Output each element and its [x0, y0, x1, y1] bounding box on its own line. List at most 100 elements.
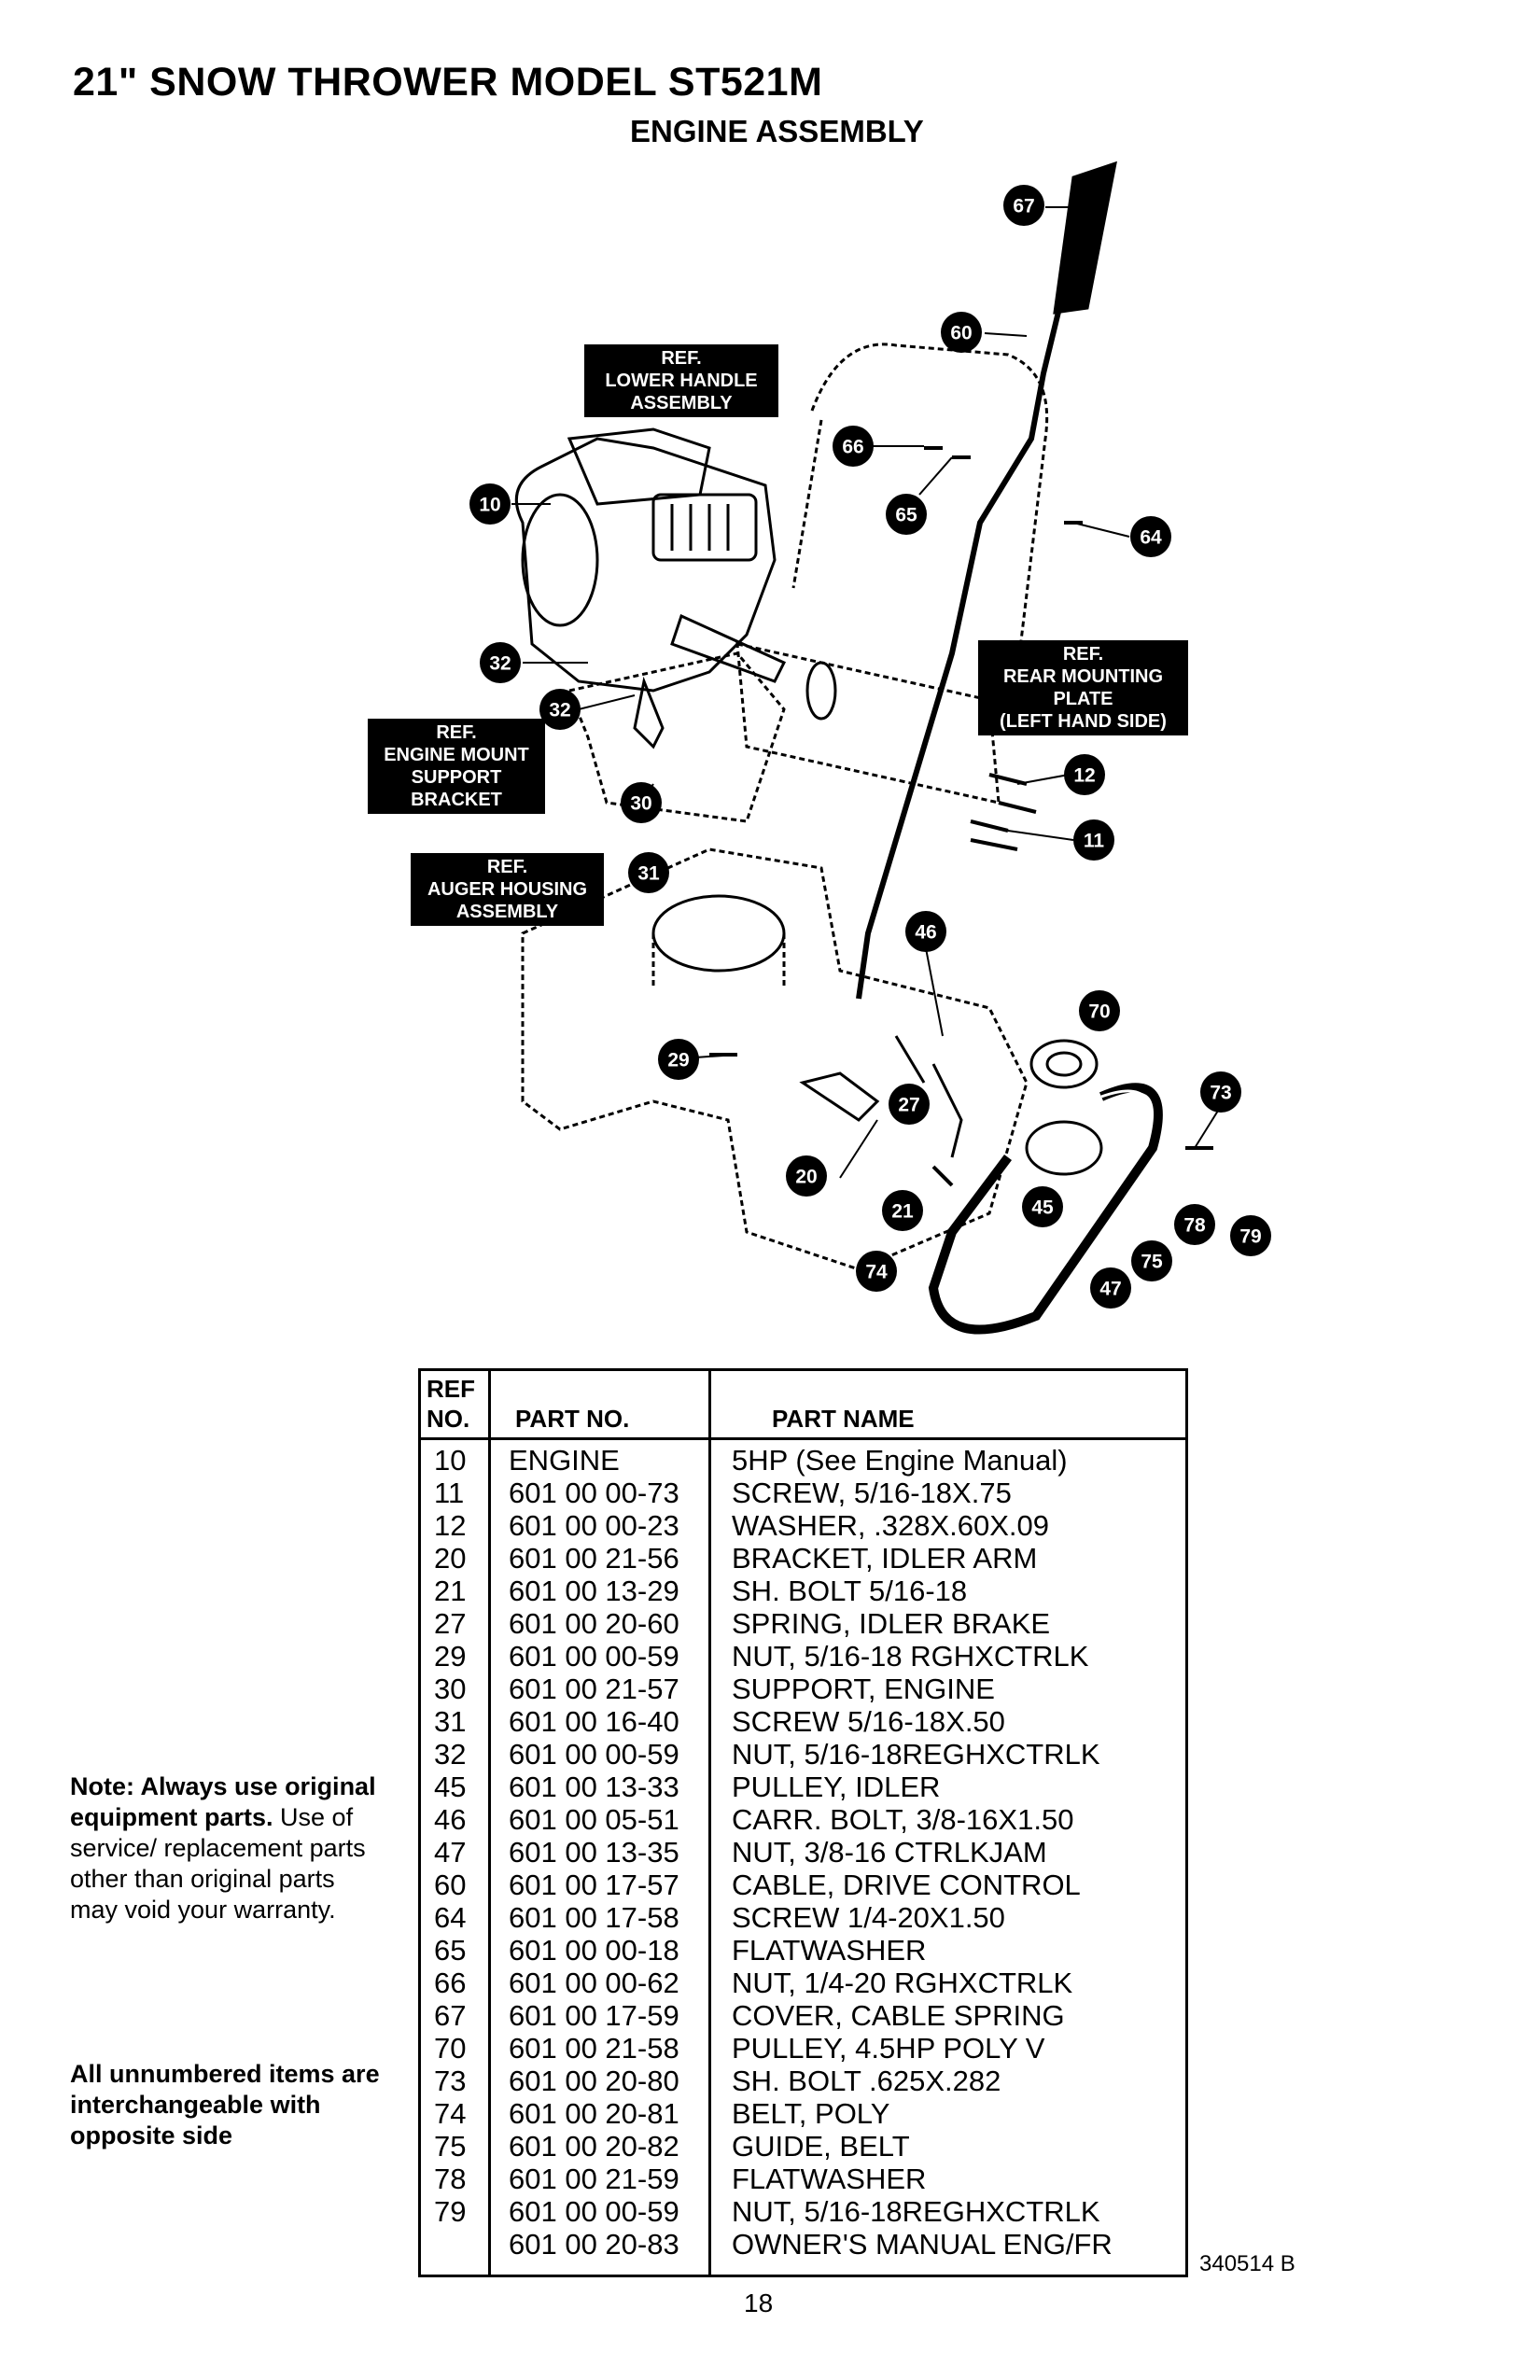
- doc-number: 340514 B: [1199, 2251, 1295, 2276]
- callout-31: 31: [628, 852, 669, 893]
- callout-45: 45: [1022, 1186, 1063, 1227]
- table-column-divider: [708, 1371, 711, 2275]
- row-ref-no: 78: [434, 2163, 467, 2195]
- row-part-no: 601 00 05-51: [509, 1803, 679, 1836]
- svg-text:27: 27: [898, 1095, 919, 1116]
- row-part-no: 601 00 20-83: [509, 2228, 679, 2261]
- row-ref-no: 45: [434, 1771, 467, 1803]
- callout-66: 66: [833, 426, 874, 467]
- svg-text:21: 21: [891, 1201, 914, 1223]
- row-ref-no: 30: [434, 1673, 467, 1705]
- row-ref-no: 64: [434, 1901, 467, 1934]
- table-row: 30 601 00 21-57 SUPPORT, ENGINE: [421, 1673, 1185, 1705]
- row-part-name: SPRING, IDLER BRAKE: [732, 1607, 1051, 1640]
- callout-70: 70: [1079, 990, 1120, 1031]
- row-part-name: BRACKET, IDLER ARM: [732, 1542, 1038, 1575]
- row-ref-no: 27: [434, 1607, 467, 1640]
- svg-text:12: 12: [1073, 765, 1095, 787]
- row-part-no: 601 00 17-59: [509, 1999, 679, 2032]
- row-part-name: NUT, 5/16-18REGHXCTRLK: [732, 2195, 1100, 2228]
- svg-text:32: 32: [549, 700, 570, 721]
- row-part-name: CABLE, DRIVE CONTROL: [732, 1869, 1081, 1901]
- svg-text:47: 47: [1099, 1279, 1121, 1300]
- row-part-no: 601 00 21-57: [509, 1673, 679, 1705]
- callout-64: 64: [1130, 516, 1171, 557]
- row-part-name: FLATWASHER: [732, 2163, 927, 2195]
- row-part-name: SUPPORT, ENGINE: [732, 1673, 995, 1705]
- svg-text:74: 74: [865, 1262, 888, 1283]
- row-ref-no: 75: [434, 2130, 467, 2163]
- table-row: 601 00 20-83 OWNER'S MANUAL ENG/FR: [421, 2228, 1185, 2261]
- svg-text:67: 67: [1013, 196, 1034, 217]
- row-part-name: NUT, 3/8-16 CTRLKJAM: [732, 1836, 1047, 1869]
- row-ref-no: 32: [434, 1738, 467, 1771]
- svg-text:32: 32: [489, 653, 511, 675]
- table-header-divider: [421, 1437, 1185, 1440]
- row-ref-no: 73: [434, 2065, 467, 2097]
- note-bold-text: Note: Always use original equipment part…: [70, 1772, 376, 1831]
- row-part-name: GUIDE, BELT: [732, 2130, 910, 2163]
- callout-21: 21: [882, 1190, 923, 1231]
- header-part-no: PART NO.: [515, 1405, 630, 1433]
- callout-32b: 32: [539, 689, 581, 730]
- callout-leaders: [511, 206, 1219, 1179]
- svg-text:11: 11: [1084, 831, 1105, 852]
- svg-text:75: 75: [1141, 1252, 1163, 1273]
- svg-text:78: 78: [1183, 1215, 1206, 1237]
- svg-text:46: 46: [915, 922, 936, 944]
- table-row: 45 601 00 13-33 PULLEY, IDLER: [421, 1771, 1185, 1803]
- callout-30: 30: [621, 782, 662, 823]
- row-part-name: BELT, POLY: [732, 2097, 890, 2130]
- callout-32a: 32: [480, 642, 521, 683]
- row-part-no: 601 00 13-33: [509, 1771, 679, 1803]
- row-part-name: 5HP (See Engine Manual): [732, 1444, 1068, 1477]
- row-part-no: 601 00 00-59: [509, 1738, 679, 1771]
- row-part-name: PULLEY, IDLER: [732, 1771, 941, 1803]
- svg-text:31: 31: [637, 863, 660, 885]
- row-part-no: 601 00 20-82: [509, 2130, 679, 2163]
- row-part-no: 601 00 17-58: [509, 1901, 679, 1934]
- note-text: Use of service/ replacement parts other …: [70, 1803, 366, 1924]
- row-ref-no: 20: [434, 1542, 467, 1575]
- svg-text:64: 64: [1140, 527, 1162, 549]
- callout-12: 12: [1064, 754, 1105, 795]
- row-part-name: SCREW 5/16-18X.50: [732, 1705, 1005, 1738]
- row-part-name: SCREW, 5/16-18X.75: [732, 1477, 1012, 1509]
- table-column-divider: [488, 1371, 491, 2275]
- callout-73: 73: [1200, 1071, 1241, 1113]
- callout-67: 67: [1003, 185, 1044, 226]
- row-ref-no: 29: [434, 1640, 467, 1673]
- row-part-no: 601 00 00-59: [509, 1640, 679, 1673]
- table-row: 75 601 00 20-82 GUIDE, BELT: [421, 2130, 1185, 2163]
- callout-29: 29: [658, 1039, 699, 1080]
- row-ref-no: 10: [434, 1444, 467, 1477]
- row-part-no: 601 00 16-40: [509, 1705, 679, 1738]
- row-part-name: NUT, 1/4-20 RGHXCTRLK: [732, 1967, 1073, 1999]
- row-ref-no: 47: [434, 1836, 467, 1869]
- row-part-name: OWNER'S MANUAL ENG/FR: [732, 2228, 1113, 2261]
- diagram-line-art: [514, 161, 1213, 1335]
- svg-text:60: 60: [950, 323, 972, 344]
- row-part-name: COVER, CABLE SPRING: [732, 1999, 1065, 2032]
- header-part-name: PART NAME: [772, 1405, 915, 1433]
- svg-text:79: 79: [1239, 1226, 1261, 1248]
- callout-11: 11: [1073, 819, 1114, 861]
- header-no: NO.: [427, 1405, 470, 1433]
- row-part-name: FLATWASHER: [732, 1934, 927, 1967]
